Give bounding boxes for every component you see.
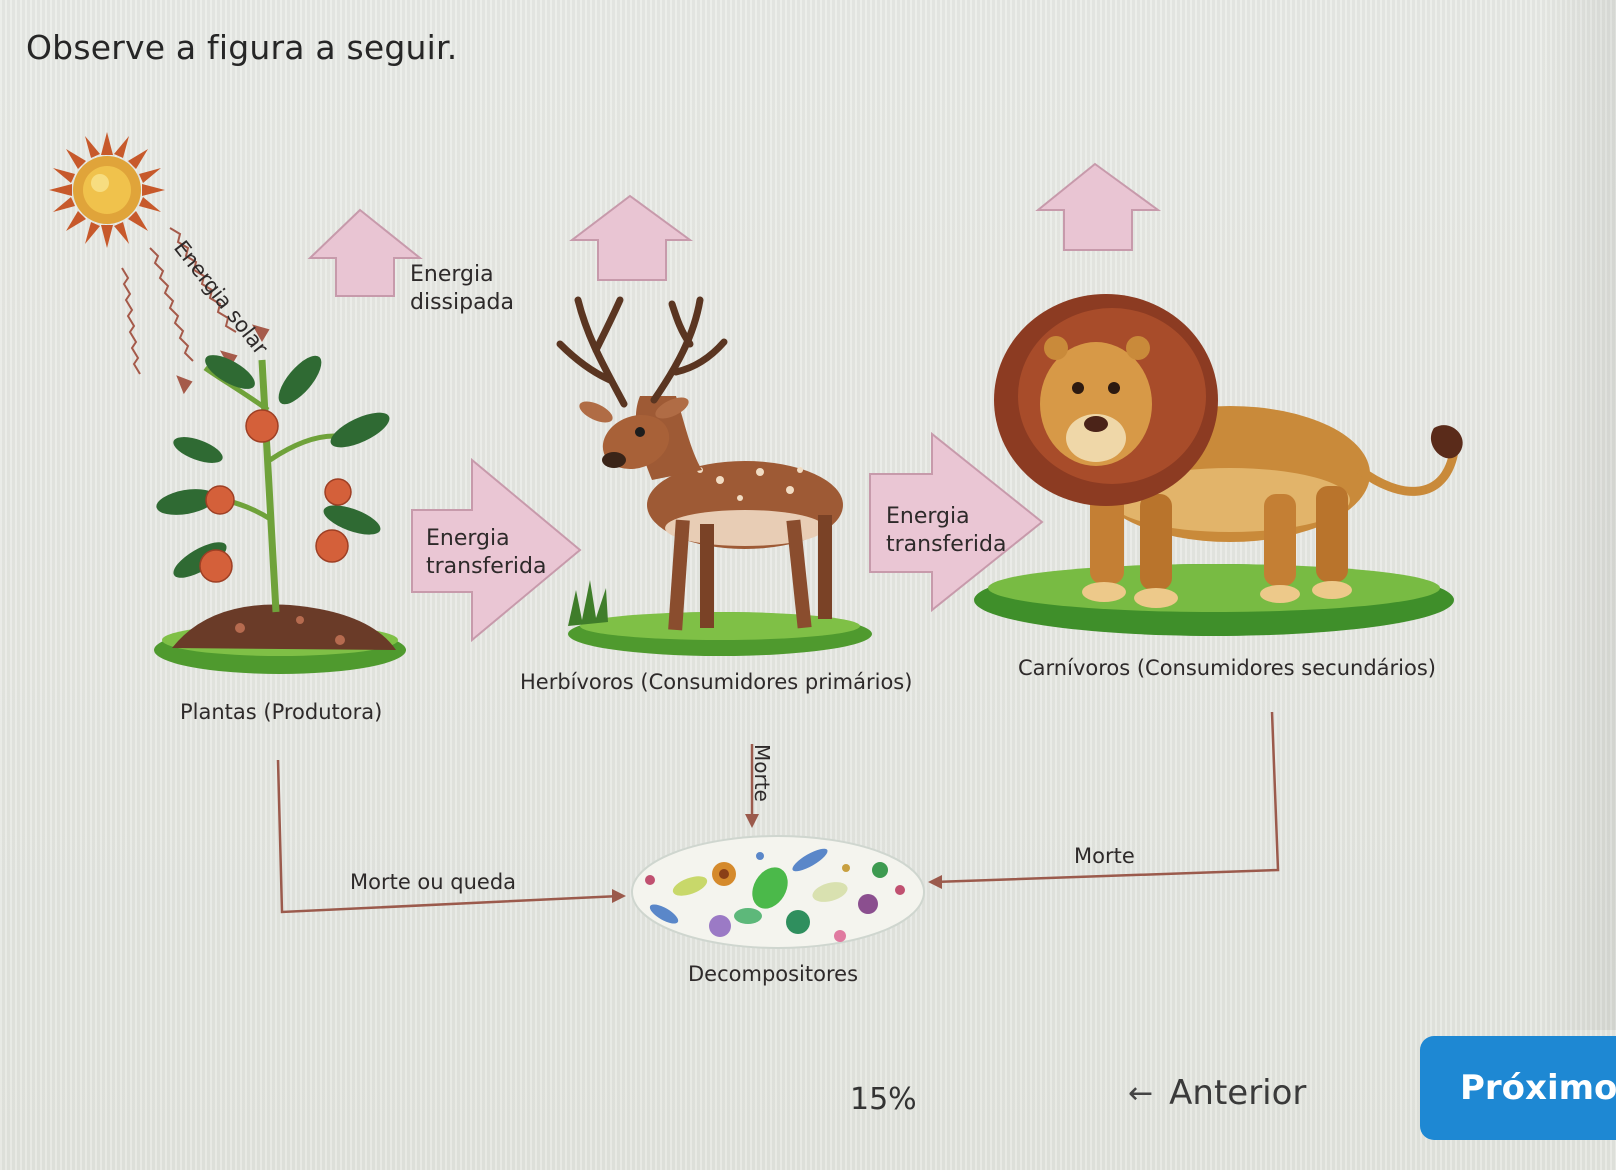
page-edge-shadow <box>1540 0 1616 1030</box>
transferred-energy-b-label-line1: Energia <box>886 504 970 529</box>
carnivores-label: Carnívoros (Consumidores secundários) <box>1018 656 1436 680</box>
deer-icon <box>556 296 872 656</box>
death-vertical-label: Morte <box>750 744 774 802</box>
decomposers-icon <box>631 835 925 949</box>
death-or-fall-label: Morte ou queda <box>350 870 517 894</box>
next-button-label: Próximo <box>1460 1068 1616 1108</box>
transferred-energy-a-label-line1: Energia <box>426 526 510 551</box>
producers-label: Plantas (Produtora) <box>180 700 383 724</box>
previous-button-label: Anterior <box>1169 1073 1307 1113</box>
sun-icon <box>49 132 165 248</box>
arrow-left-icon: ← <box>1128 1075 1154 1111</box>
plant-icon <box>154 355 406 674</box>
transferred-energy-a-label-line2: transferida <box>426 554 547 579</box>
next-button[interactable]: Próximo <box>1420 1036 1616 1140</box>
dissipated-energy-label-line2: dissipada <box>410 290 515 315</box>
up-arrow-icon <box>307 162 1162 297</box>
previous-button[interactable]: ← Anterior <box>1128 1068 1306 1118</box>
death-right-label: Morte <box>1074 844 1135 868</box>
right-arrow-icon <box>411 431 1044 643</box>
dissipated-energy-label-line1: Energia <box>410 262 494 287</box>
lion-icon <box>974 294 1463 636</box>
transferred-energy-b-label-line2: transferida <box>886 532 1007 557</box>
decomposition-arrowheads <box>612 814 942 903</box>
question-prompt: Observe a figura a seguir. <box>26 28 458 67</box>
decomposers-label: Decompositores <box>688 962 859 986</box>
solar-rays <box>121 227 270 395</box>
decomposition-lines <box>276 711 1280 914</box>
progress-percentage: 15% <box>850 1082 917 1117</box>
herbivores-label: Herbívoros (Consumidores primários) <box>520 670 913 694</box>
